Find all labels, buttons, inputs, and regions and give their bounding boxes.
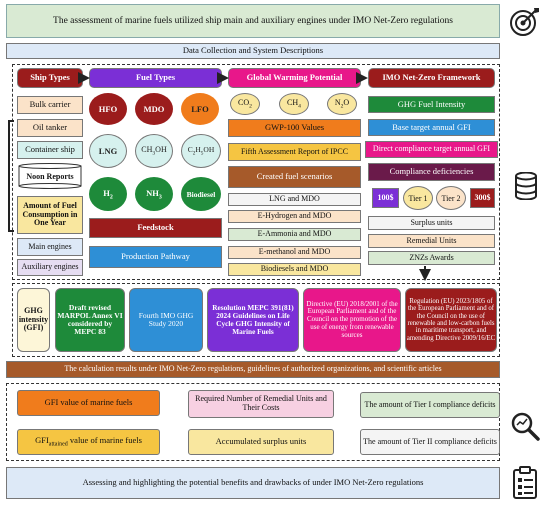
result-gfi-attained: GFIattained value of marine fuels <box>17 429 160 455</box>
ghg-intensity-box: GHG intensity (GFI) <box>17 288 50 352</box>
ship-types-header: Ship Types <box>17 68 83 88</box>
main-engines-box: Main engines <box>17 238 83 256</box>
main-panel <box>12 64 500 280</box>
bracket-line <box>8 120 10 230</box>
report-icon <box>513 466 537 499</box>
result-tier2-deficits: The amount of Tier II compliance deficit… <box>360 429 500 455</box>
fuel-hydrogen-circle: H2 <box>89 177 127 211</box>
regulation-eu-2023-1805: Regulation (EU) 2023/1805 of the Europea… <box>405 288 497 352</box>
tier-1-circle: Tier 1 <box>403 186 433 210</box>
imo-framework-header: IMO Net-Zero Framework <box>368 68 495 88</box>
fuel-lfo-circle: LFO <box>181 93 219 125</box>
noon-reports-label: Noon Reports <box>26 172 74 181</box>
noon-reports-scroll <box>18 163 82 189</box>
base-target-gfi-box: Base target annual GFI <box>368 119 495 136</box>
ship-type-bulk-carrier: Bulk carrier <box>17 96 83 114</box>
result-gfi-value: GFI value of marine fuels <box>17 390 160 416</box>
scenario-lng-mdo: LNG and MDO <box>228 193 361 206</box>
regulation-eu-2018-2001: Directive (EU) 2018/2001 of the European… <box>303 288 401 352</box>
calc-results-banner: The calculation results under IMO Net-Ze… <box>6 361 500 378</box>
scenario-biodiesel-mdo: Biodiesels and MDO <box>228 263 361 276</box>
scenario-methanol-mdo: E-methanol and MDO <box>228 246 361 259</box>
result-remedial-units: Required Number of Remedial Units and Th… <box>188 390 334 418</box>
gas-co2-circle: CO2 <box>230 93 260 115</box>
gwp-values-box: GWP-100 Values <box>228 119 361 137</box>
znzs-awards-box: ZNZs Awards <box>368 251 495 265</box>
production-pathway-box: Production Pathway <box>89 246 222 268</box>
price-300-box: 300$ <box>470 188 495 208</box>
direct-compliance-gfi-box: Direct compliance target annual GFI <box>365 141 498 158</box>
feedstock-box: Feedstock <box>89 218 222 238</box>
fuel-consumption-box: Amount of Fuel Consumption in One Year <box>17 196 83 234</box>
ship-type-oil-tanker: Oil tanker <box>17 119 83 137</box>
tier-2-circle: Tier 2 <box>436 186 466 210</box>
price-100-box: 100$ <box>372 188 399 208</box>
bracket-bottom <box>8 230 14 232</box>
fuel-hfo-circle: HFO <box>89 93 127 125</box>
fuel-lng-circle: LNG <box>89 134 127 168</box>
fuel-ammonia-circle: NH3 <box>135 177 173 211</box>
ghg-fuel-intensity-box: GHG Fuel Intensity <box>368 96 495 113</box>
remedial-units-box: Remedial Units <box>368 234 495 248</box>
ipcc-box: Fifth Assessment Report of IPCC <box>228 143 361 161</box>
regulation-mepc-391: Resolution MEPC 391(81) 2024 Guidelines … <box>207 288 299 352</box>
target-icon <box>510 8 539 36</box>
regulation-imo-ghg-study: Fourth IMO GHG Study 2020 <box>129 288 203 352</box>
magnifier-icon <box>511 412 540 441</box>
gas-ch4-circle: CH4 <box>279 93 309 115</box>
result-tier1-deficits: The amount of Tier I compliance deficits <box>360 392 500 418</box>
regulations-panel <box>12 283 500 357</box>
fuel-mdo-circle: MDO <box>135 93 173 125</box>
surplus-units-box: Surplus units <box>368 216 495 230</box>
result-surplus-units: Accumulated surplus units <box>188 429 334 455</box>
scenarios-box: Created fuel scenarios <box>228 166 361 188</box>
title-text: The assessment of marine fuels utilized … <box>53 15 453 26</box>
compliance-deficiencies-box: Compliance deficiencies <box>368 163 495 181</box>
scenario-hydrogen-mdo: E-Hydrogen and MDO <box>228 210 361 223</box>
final-banner: Assessing and highlighting the potential… <box>6 467 500 499</box>
fuel-methanol-circle: CH3OH <box>135 134 173 168</box>
gfi-attained-label: GFIattained value of marine fuels <box>35 434 142 448</box>
ship-type-container-ship: Container ship <box>17 141 83 159</box>
fuel-biodiesel-circle: Biodiesel <box>181 177 221 211</box>
database-icon <box>515 172 537 200</box>
scenario-ammonia-mdo: E-Ammonia and MDO <box>228 228 361 241</box>
title-banner: The assessment of marine fuels utilized … <box>6 4 500 38</box>
bracket-top <box>8 120 14 122</box>
auxiliary-engines-box: Auxiliary engines <box>17 259 83 276</box>
gas-n2o-circle: N2O <box>327 93 357 115</box>
fuel-ethanol-circle: C2H5OH <box>181 134 221 168</box>
regulation-marpol: Draft revised MARPOL Annex VI considered… <box>55 288 125 352</box>
data-collection-banner: Data Collection and System Descriptions <box>6 43 500 59</box>
data-collection-text: Data Collection and System Descriptions <box>182 45 324 56</box>
results-panel <box>6 383 500 461</box>
